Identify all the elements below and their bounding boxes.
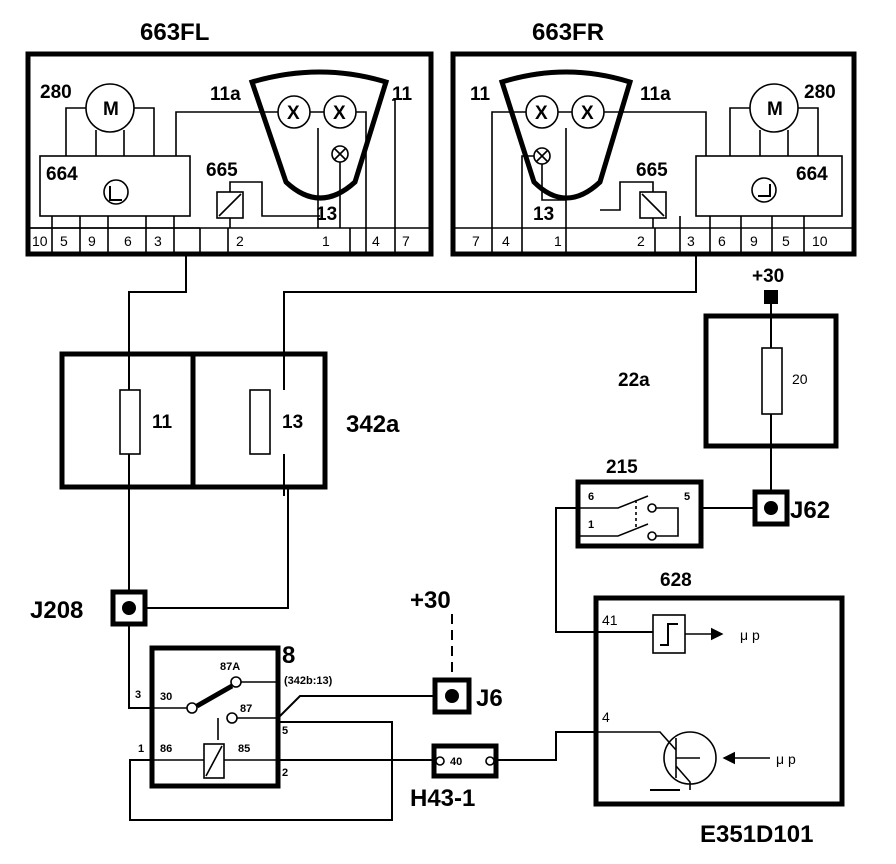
- fr-pin-3: 3: [687, 233, 695, 249]
- fr-pin-6: 6: [718, 233, 726, 249]
- fuse-box-342a-label: 342a: [346, 411, 400, 438]
- fl-pin-6: 6: [124, 233, 132, 249]
- module-fl-frame: [25, 51, 434, 257]
- actuator-fl-id: 664: [46, 164, 78, 185]
- actuator-fr-box: [695, 155, 843, 217]
- relay-8-coil: [203, 743, 225, 779]
- fl-pin-10: 10: [32, 233, 48, 249]
- mu-label-1: μ p: [740, 627, 760, 643]
- module-628-label: 628: [660, 570, 692, 591]
- switch-pin-1: 1: [588, 519, 594, 531]
- terminal-86: 86: [160, 743, 172, 755]
- fr-pin-5: 5: [782, 233, 790, 249]
- module-628: 628 41 μ p 4 μ p: [593, 570, 845, 807]
- relay-fl-id: 665: [206, 160, 238, 181]
- relay-pin-5: 5: [282, 725, 288, 737]
- fuse-13: [249, 389, 271, 455]
- svg-text:X: X: [581, 103, 594, 124]
- j6-label: J6: [476, 685, 503, 712]
- fl-lamp-pin-11: 11: [392, 84, 413, 105]
- actuator-fl-icon: [103, 179, 129, 205]
- fl-pin-4: 4: [372, 233, 380, 249]
- fl-lamp-common: 13: [316, 204, 337, 225]
- fuse-11-label: 11: [152, 412, 173, 433]
- motor-fr-letter: M: [767, 99, 783, 120]
- fr-pin-9: 9: [750, 233, 758, 249]
- junction-j62: J62: [752, 489, 830, 527]
- svg-text:X: X: [535, 103, 548, 124]
- terminal-85: 85: [238, 743, 250, 755]
- fr-pin-4: 4: [502, 233, 510, 249]
- fr-lamp-pin-11: 11: [470, 84, 491, 105]
- relay-8: 8 (342b:13) 87A 30 87 86 85 3 5 1 2: [135, 642, 333, 789]
- motor-fl-letter: M: [103, 99, 119, 120]
- motor-fl-id: 280: [40, 82, 72, 103]
- terminal-87: 87: [240, 703, 252, 715]
- mu-label-2: μ p: [776, 751, 796, 767]
- motor-fr-id: 280: [804, 82, 836, 103]
- relay-8-label: 8: [282, 642, 295, 669]
- relay-8-frame: [149, 645, 281, 789]
- fl-lamp-pin-11a: 11a: [210, 84, 241, 105]
- switch-pin-6: 6: [588, 491, 594, 503]
- module-fr-title: 663FR: [532, 19, 604, 46]
- fuse-11: [119, 389, 141, 455]
- j6-supply: +30: [410, 587, 451, 614]
- fuse-20: [761, 347, 783, 415]
- relay-pin-1: 1: [138, 743, 144, 755]
- fl-pin-9: 9: [88, 233, 96, 249]
- terminal-30: 30: [160, 691, 172, 703]
- fr-pin-10: 10: [812, 233, 828, 249]
- fl-pin-3: 3: [154, 233, 162, 249]
- fl-pin-5: 5: [60, 233, 68, 249]
- module-628-pin-4: 4: [602, 709, 610, 725]
- lamp-fr-housing: [498, 69, 634, 201]
- fl-pin-2: 2: [236, 233, 244, 249]
- fuse-13-label: 13: [282, 412, 303, 433]
- fr-pin-2: 2: [637, 233, 645, 249]
- drawing-id: E351D101: [700, 821, 813, 848]
- switch-pin-5: 5: [684, 491, 690, 503]
- wires: [128, 254, 772, 821]
- switch-215: 215 6 5 1: [575, 457, 704, 549]
- switch-215-frame: [575, 479, 704, 549]
- h43-label: H43-1: [410, 785, 475, 812]
- svg-text:X: X: [287, 103, 300, 124]
- junction-j6: +30 J6: [410, 587, 503, 715]
- fr-pin-7: 7: [472, 233, 480, 249]
- j62-label: J62: [790, 497, 830, 524]
- relay-8-ref: (342b:13): [284, 675, 333, 687]
- j208-label: J208: [30, 597, 83, 624]
- relay-pin-3: 3: [135, 689, 141, 701]
- supply-terminal-icon: [764, 290, 778, 304]
- h43-pin: 40: [450, 756, 462, 768]
- fr-lamp-pin-11a: 11a: [640, 84, 671, 105]
- fuse-box-342a: 11 13 342a: [59, 351, 400, 490]
- fuse-20-label: 20: [792, 371, 808, 387]
- lamp-fl-housing: [248, 69, 390, 201]
- fr-pin-1: 1: [554, 233, 562, 249]
- fuse-22a-supply: +30: [752, 266, 784, 287]
- terminal-87a: 87A: [220, 661, 240, 673]
- fuse-box-22a-label: 22a: [618, 370, 650, 391]
- module-fl-title: 663FL: [140, 19, 209, 46]
- module-663fr: 663FR 7 4 1 2 3 6 9 5 10 X X 11 11a 13 6…: [450, 19, 857, 257]
- module-628-frame: [593, 595, 845, 807]
- relay-pin-2: 2: [282, 767, 288, 779]
- svg-text:X: X: [333, 103, 346, 124]
- relay-fr-id: 665: [636, 160, 668, 181]
- actuator-fl-box: [39, 155, 191, 217]
- switch-215-label: 215: [606, 457, 638, 478]
- fl-pin-7: 7: [402, 233, 410, 249]
- fl-pin-1: 1: [322, 233, 330, 249]
- module-663fl: 663FL M 280 664 10 5 9 6 3 2 1 4 7 665: [25, 19, 434, 257]
- module-fr-frame: [450, 51, 857, 257]
- actuator-fr-icon: [751, 177, 777, 203]
- fr-lamp-common: 13: [533, 204, 554, 225]
- actuator-fr-id: 664: [796, 164, 828, 185]
- junction-j208: J208: [30, 589, 148, 627]
- module-628-pin-41: 41: [602, 612, 618, 628]
- connector-h43: 40 H43-1: [410, 743, 499, 812]
